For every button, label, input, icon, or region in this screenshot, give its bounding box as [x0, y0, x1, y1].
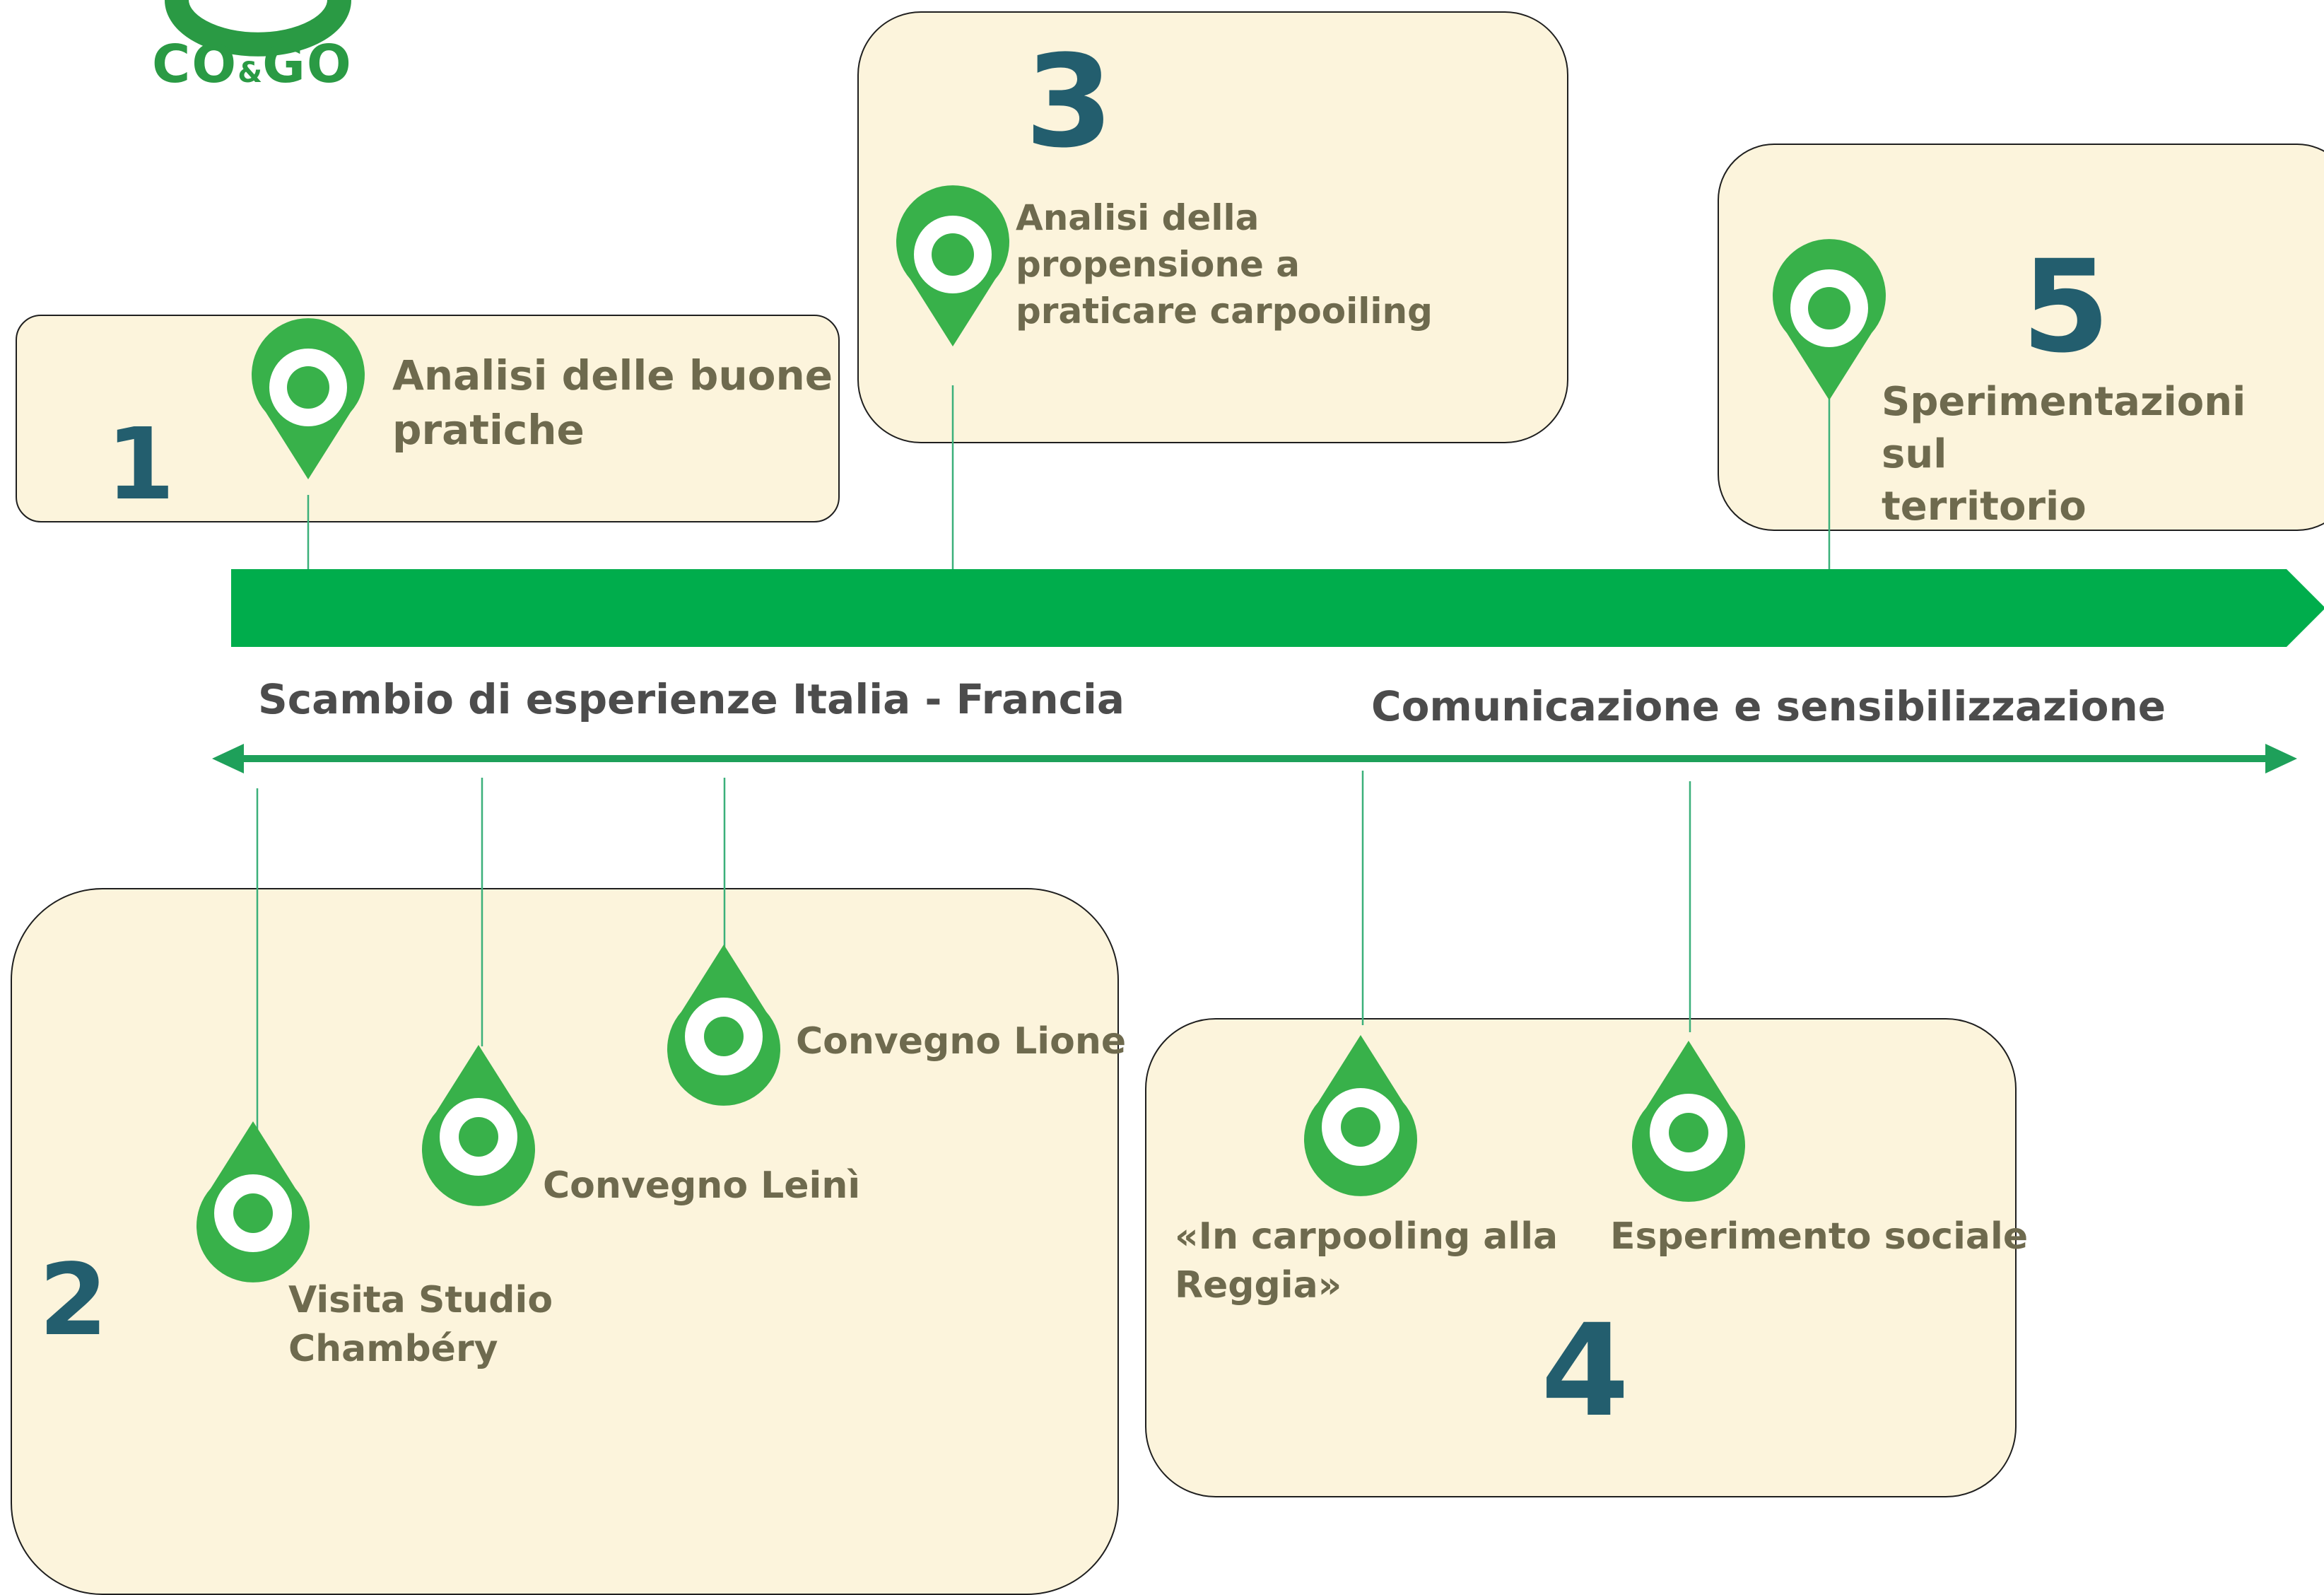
step-2-item-3-line-1: Convegno Lione	[796, 1020, 1127, 1063]
step-2-item-1-line-1: Visita Studio	[288, 1279, 553, 1321]
map-pin-icon	[196, 1121, 310, 1283]
track-label-right: Comunicazione e sensibilizzazione	[1371, 682, 2166, 730]
step-1-label-line-2: pratiche	[392, 405, 585, 454]
step-3-label-line-3: praticare carpooiling	[1016, 291, 1433, 332]
step-2-item-1-line-2: Chambéry	[288, 1327, 498, 1370]
step-2-item-3-label: Convegno Lione	[796, 1017, 1126, 1066]
step-3-label-line-2: propensione a	[1016, 244, 1301, 285]
step-4-number: 4	[1541, 1297, 1630, 1445]
step-5-label-line-2: territorio	[1882, 483, 2087, 530]
step-4-item-1-line-2: Reggia»	[1175, 1263, 1342, 1307]
map-pin-icon	[1632, 1041, 1745, 1202]
step-2-item-1-label: Visita Studio Chambéry	[288, 1276, 553, 1373]
step-3-label-line-1: Analisi della	[1016, 197, 1260, 238]
step-1-number: 1	[106, 407, 175, 522]
map-pin-icon	[1773, 239, 1886, 400]
step-2-number: 2	[39, 1243, 108, 1358]
step-5-label-line-1: Sperimentazioni sul	[1882, 379, 2246, 477]
step-4-item-1-line-1: «In carpooling alla	[1175, 1215, 1559, 1258]
step-4-item-2-line-1: Esperimento sociale	[1610, 1215, 2029, 1258]
step-3-number: 3	[1025, 28, 1114, 176]
map-pin-icon	[252, 318, 365, 479]
logo-text-left: CO	[152, 34, 238, 95]
step-2-item-2-label: Convegno Leinì	[543, 1162, 860, 1210]
step-4-item-1-label: «In carpooling alla Reggia»	[1175, 1213, 1558, 1309]
step-2-item-2-line-1: Convegno Leinì	[543, 1164, 861, 1207]
logo-text-right: GO	[262, 34, 353, 95]
logo: CO&GO	[152, 34, 353, 95]
main-timeline-arrow	[231, 569, 2324, 647]
step-5-number: 5	[2021, 233, 2111, 381]
track-arrow-right	[2265, 744, 2297, 773]
step-1-label: Analisi delle buone pratiche	[392, 349, 833, 457]
map-pin-icon	[896, 185, 1009, 346]
step-4-item-2-label: Esperimento sociale	[1610, 1213, 2028, 1261]
map-pin-icon	[667, 945, 780, 1106]
track-label-left: Scambio di esperienze Italia - Francia	[258, 675, 1125, 723]
map-pin-icon	[1304, 1035, 1417, 1196]
step-3-label: Analisi della propensione a praticare ca…	[1016, 194, 1433, 334]
step-4-box	[1145, 1018, 2017, 1497]
map-pin-icon	[422, 1045, 535, 1206]
step-2-box	[11, 888, 1119, 1595]
step-1-box	[16, 315, 840, 522]
track-arrow-left	[212, 744, 244, 773]
logo-amp: &	[237, 57, 263, 89]
step-1-label-line-1: Analisi delle buone	[392, 351, 833, 399]
step-5-box	[1718, 144, 2324, 531]
step-5-label: Sperimentazioni sul territorio	[1882, 376, 2324, 533]
